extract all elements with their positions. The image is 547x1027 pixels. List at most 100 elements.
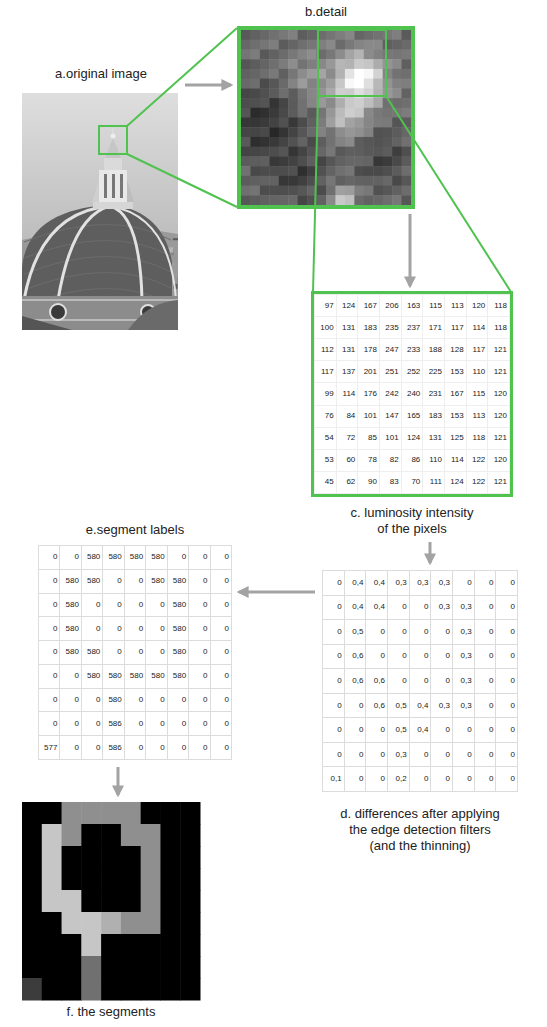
- pixel: [288, 108, 298, 118]
- table-cell: 580: [125, 665, 146, 689]
- table-cell: 0: [431, 620, 453, 645]
- table-cell: 0: [388, 596, 410, 621]
- city-roof: [176, 289, 178, 292]
- panel-caption: a.original image: [22, 66, 180, 82]
- pixel: [279, 176, 289, 186]
- segment-pixel: [160, 846, 180, 869]
- segment-pixel: [101, 802, 121, 825]
- segment-pixel: [22, 846, 42, 869]
- table-cell: 247: [380, 339, 402, 361]
- segment-pixel: [22, 978, 42, 1001]
- pixel: [354, 98, 364, 108]
- pixel: [335, 195, 345, 205]
- pixel: [298, 137, 308, 147]
- pixel: [354, 166, 364, 176]
- pixel: [326, 127, 336, 137]
- table-cell: 0: [496, 669, 518, 694]
- table-cell: 0: [211, 689, 232, 713]
- table-cell: 121: [488, 361, 510, 383]
- segment-pixel: [141, 868, 161, 891]
- table-cell: 0,5: [388, 694, 410, 719]
- table-cell: 0: [475, 669, 497, 694]
- pixel: [241, 30, 251, 40]
- flow-arrow: [409, 214, 412, 286]
- segment-pixel: [81, 956, 101, 979]
- table-cell: 114: [445, 450, 467, 472]
- table-cell: 0: [103, 641, 124, 665]
- pixel: [354, 59, 364, 69]
- pixel: [279, 98, 289, 108]
- image-frame: [311, 291, 513, 497]
- table-cell: 114: [467, 317, 489, 339]
- lantern-window: [120, 174, 123, 198]
- segment-pixel: [141, 934, 161, 957]
- pixel: [250, 49, 260, 59]
- pixel: [298, 49, 308, 59]
- pixel: [241, 98, 251, 108]
- pixel: [402, 156, 411, 166]
- pixel: [402, 186, 411, 196]
- table-cell: 0: [189, 641, 210, 665]
- pixel: [307, 30, 317, 40]
- segment-pixel: [42, 868, 62, 891]
- pixel: [260, 30, 270, 40]
- pixel: [383, 118, 393, 128]
- pixel: [269, 59, 279, 69]
- table-cell: 0: [323, 571, 345, 596]
- pixel: [335, 98, 345, 108]
- zoom-square: [318, 30, 386, 96]
- pixel: [269, 147, 279, 157]
- pixel: [241, 137, 251, 147]
- pixel: [298, 69, 308, 79]
- pixel: [373, 30, 383, 40]
- figure-panel: a.original image: [22, 66, 180, 332]
- table-cell: 0: [82, 736, 103, 760]
- pixel: [260, 79, 270, 89]
- table-cell: 580: [60, 570, 81, 594]
- table-cell: 0: [82, 617, 103, 641]
- table-cell: 0: [60, 736, 81, 760]
- table-cell: 0: [39, 546, 60, 570]
- table-cell: 0: [323, 669, 345, 694]
- pixel: [317, 156, 327, 166]
- table-cell: 0: [453, 718, 475, 743]
- table-cell: 580: [146, 570, 167, 594]
- pixel: [298, 88, 308, 98]
- table-cell: 0,6: [366, 694, 388, 719]
- segment-pixel: [180, 846, 200, 869]
- pixel: [279, 59, 289, 69]
- pixel: [402, 40, 411, 50]
- pixel: [335, 166, 345, 176]
- pixel: [402, 88, 411, 98]
- pixel: [364, 156, 374, 166]
- pixel: [250, 127, 260, 137]
- dome-rib: [24, 206, 110, 300]
- pixel: [345, 137, 355, 147]
- pixel: [383, 49, 393, 59]
- table-cell: 124: [337, 295, 359, 317]
- pixel: [298, 147, 308, 157]
- table-cell: 0: [496, 620, 518, 645]
- segment-pixel: [22, 868, 42, 891]
- pixel: [392, 195, 402, 205]
- table-cell: 577: [39, 736, 60, 760]
- pixel: [364, 137, 374, 147]
- pixel: [250, 195, 260, 205]
- segment-pixel: [160, 956, 180, 979]
- table-cell: 0: [39, 594, 60, 618]
- pixel: [241, 166, 251, 176]
- pixel: [307, 49, 317, 59]
- segment-pixel: [180, 868, 200, 891]
- pixel: [354, 127, 364, 137]
- table-cell: 0: [410, 596, 432, 621]
- segment-pixel: [22, 912, 42, 935]
- table-cell: 53: [315, 450, 337, 472]
- city-roof: [173, 238, 178, 240]
- pixel: [326, 108, 336, 118]
- panel-caption: b.detail: [236, 4, 416, 20]
- pixel: [269, 118, 279, 128]
- pixel: [269, 186, 279, 196]
- table-cell: 580: [82, 570, 103, 594]
- pixel: [345, 166, 355, 176]
- pixel: [269, 176, 279, 186]
